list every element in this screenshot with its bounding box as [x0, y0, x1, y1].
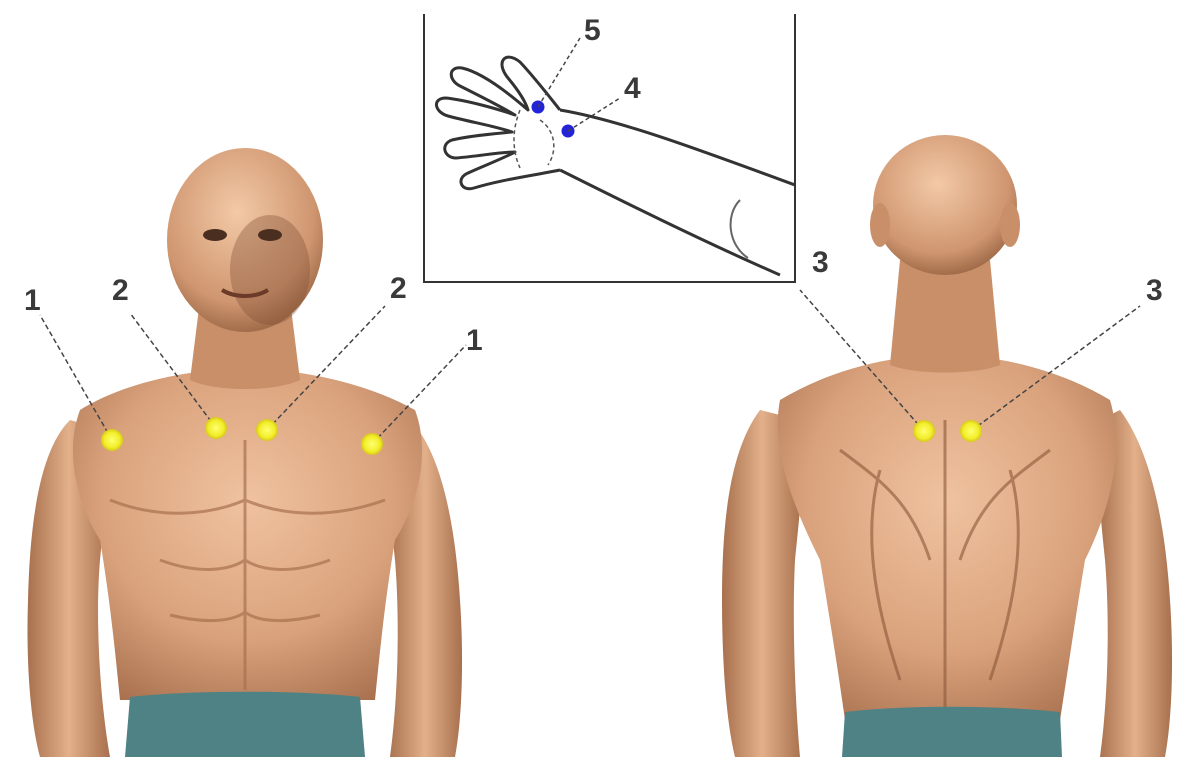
- label-3-right: 3: [1146, 274, 1163, 307]
- back-left-ear: [870, 203, 890, 247]
- point-1-right-marker: [361, 433, 383, 455]
- back-right-ear: [1000, 203, 1020, 247]
- point-2-left-marker: [205, 417, 227, 439]
- hand-inset: 5 4: [424, 14, 795, 282]
- back-neck: [890, 260, 1000, 373]
- label-1-left: 1: [24, 284, 41, 317]
- back-pants: [842, 707, 1062, 757]
- point-3-left-marker: [913, 420, 935, 442]
- back-torso: [778, 355, 1116, 720]
- label-4: 4: [624, 72, 641, 105]
- point-3-right-marker: [960, 420, 982, 442]
- front-right-eye: [258, 229, 282, 241]
- front-torso: [73, 368, 422, 700]
- label-5: 5: [584, 14, 601, 47]
- point-2-right-marker: [256, 419, 278, 441]
- front-pants: [125, 692, 365, 757]
- label-1-right: 1: [466, 324, 483, 357]
- label-3-left: 3: [812, 246, 829, 279]
- back-head: [873, 135, 1017, 275]
- point-1-left-marker: [101, 429, 123, 451]
- label-2-left: 2: [112, 274, 129, 307]
- front-figure: [28, 148, 463, 757]
- label-2-right: 2: [390, 272, 407, 305]
- front-left-eye: [203, 229, 227, 241]
